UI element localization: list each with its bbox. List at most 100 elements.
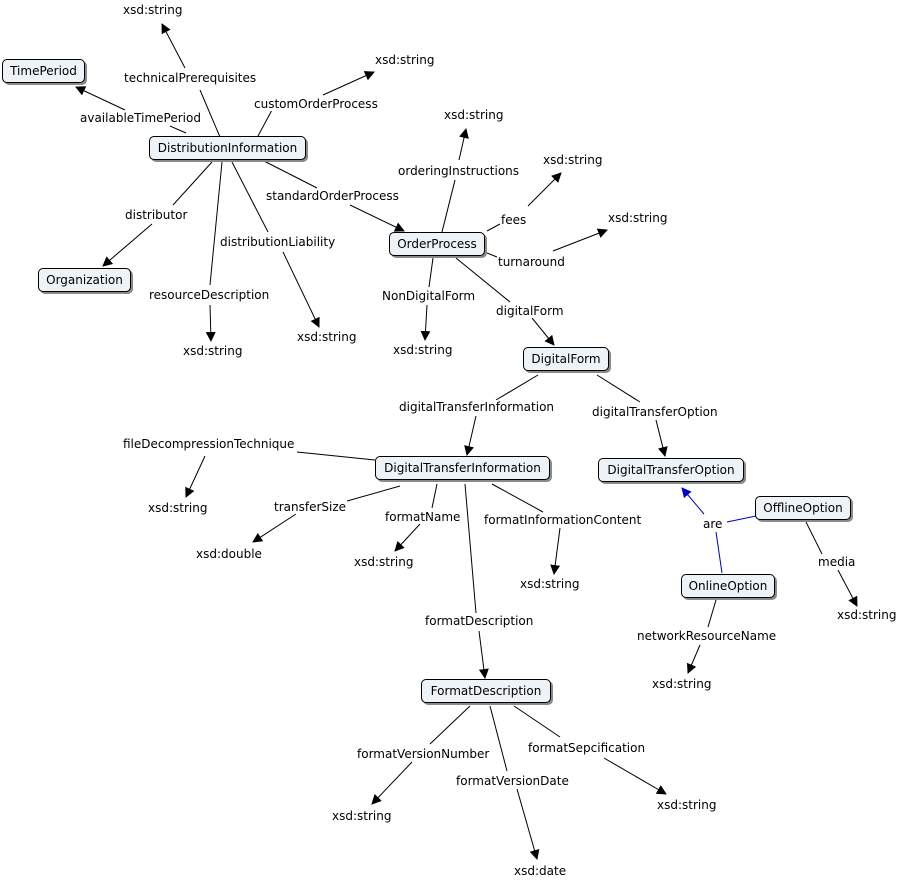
link-file-decompression-technique: fileDecompressionTechnique bbox=[122, 437, 296, 451]
edge-format-version-date-b bbox=[516, 788, 540, 860]
edge-digital-transfer-option-a bbox=[596, 374, 641, 403]
node-organization[interactable]: Organization bbox=[38, 268, 131, 292]
edge-file-decompression-technique-b bbox=[185, 455, 206, 498]
edge-distributor-a bbox=[172, 161, 213, 206]
literal-format-version-number: xsd:string bbox=[332, 809, 392, 823]
edge-format-sepcification-b bbox=[603, 757, 667, 795]
link-transfer-size: transferSize bbox=[273, 500, 348, 514]
link-format-information-content: formatInformationContent bbox=[483, 513, 643, 527]
edge-digital-transfer-information-a bbox=[495, 374, 539, 401]
edge-file-decompression-technique-a bbox=[296, 451, 376, 461]
edge-standard-order-process-a bbox=[261, 159, 318, 189]
literal-format-name: xsd:string bbox=[354, 555, 414, 569]
edge-network-resource-name-a bbox=[707, 599, 717, 628]
literal-distribution-liability: xsd:string bbox=[297, 330, 357, 344]
edge-are-offline-a bbox=[726, 515, 757, 523]
edge-format-sepcification-a bbox=[513, 705, 561, 738]
node-offline-option[interactable]: OfflineOption bbox=[755, 496, 851, 520]
edge-non-digital-form-a bbox=[428, 257, 434, 288]
literal-technical-prerequisites: xsd:string bbox=[123, 3, 183, 17]
link-distributor: distributor bbox=[124, 208, 189, 222]
edge-digital-form-a bbox=[455, 257, 511, 303]
node-digital-form[interactable]: DigitalForm bbox=[523, 347, 609, 371]
edge-available-time-period-b bbox=[75, 86, 126, 111]
link-technical-prerequisites: technicalPrerequisites bbox=[123, 71, 258, 85]
edge-technical-prerequisites-a bbox=[199, 89, 221, 138]
literal-turnaround: xsd:string bbox=[608, 211, 668, 225]
link-network-resource-name: networkResourceName bbox=[636, 629, 778, 643]
node-order-process[interactable]: OrderProcess bbox=[389, 232, 485, 256]
node-distribution-information[interactable]: DistributionInformation bbox=[149, 136, 306, 160]
edge-fees-a bbox=[486, 223, 501, 232]
edge-transfer-size-b bbox=[252, 513, 297, 543]
link-format-version-number: formatVersionNumber bbox=[356, 747, 491, 761]
link-ordering-instructions: orderingInstructions bbox=[397, 164, 521, 178]
edge-ordering-instructions-a bbox=[441, 179, 456, 233]
edge-media-a bbox=[805, 521, 823, 555]
link-distribution-liability: distributionLiability bbox=[219, 235, 337, 249]
edge-format-name-b bbox=[394, 523, 421, 552]
edge-format-version-number-b bbox=[371, 761, 413, 805]
link-turnaround: turnaround bbox=[497, 255, 566, 269]
edge-transfer-size-a bbox=[339, 485, 401, 504]
edge-format-description-a bbox=[464, 483, 477, 614]
link-format-sepcification: formatSepcification bbox=[527, 741, 647, 755]
literal-ordering-instructions: xsd:string bbox=[444, 108, 504, 122]
edge-digital-transfer-information-b bbox=[464, 415, 477, 456]
link-available-time-period: availableTimePeriod bbox=[79, 111, 202, 125]
edge-format-version-number-a bbox=[429, 705, 471, 745]
link-digital-transfer-option: digitalTransferOption bbox=[591, 405, 719, 419]
edge-non-digital-form-b bbox=[420, 304, 431, 341]
edge-format-name-a bbox=[431, 483, 438, 509]
edge-turnaround-b bbox=[552, 228, 608, 252]
link-format-description: formatDescription bbox=[424, 614, 535, 628]
edge-format-information-content-a bbox=[491, 483, 544, 513]
edge-ordering-instructions-b bbox=[458, 128, 469, 161]
edge-digital-transfer-option-b bbox=[655, 419, 668, 457]
literal-format-sepcification: xsd:string bbox=[657, 798, 717, 812]
literal-resource-description: xsd:string bbox=[183, 344, 243, 358]
edge-are-online-a bbox=[715, 531, 723, 574]
edge-format-version-date-a bbox=[489, 705, 508, 772]
literal-fees: xsd:string bbox=[543, 153, 603, 167]
edge-media-b bbox=[837, 569, 858, 607]
edge-distribution-liability-b bbox=[282, 251, 320, 328]
link-standard-order-process: standardOrderProcess bbox=[265, 189, 400, 203]
link-are: are bbox=[702, 517, 724, 531]
edge-turnaround-a bbox=[486, 252, 498, 258]
edge-are-b bbox=[681, 487, 705, 515]
literal-network-resource-name: xsd:string bbox=[652, 677, 712, 691]
edge-custom-order-process-a bbox=[257, 109, 273, 137]
link-resource-description: resourceDescription bbox=[148, 288, 271, 302]
link-format-version-date: formatVersionDate bbox=[455, 774, 570, 788]
link-digital-transfer-information: digitalTransferInformation bbox=[398, 400, 556, 414]
edge-distribution-liability-a bbox=[231, 161, 269, 233]
node-format-description[interactable]: FormatDescription bbox=[421, 679, 551, 703]
edge-standard-order-process-b bbox=[349, 204, 405, 232]
link-custom-order-process: customOrderProcess bbox=[253, 97, 379, 111]
link-non-digital-form: NonDigitalForm bbox=[381, 289, 477, 303]
literal-file-decompression-technique: xsd:string bbox=[148, 501, 208, 515]
node-digital-transfer-option[interactable]: DigitalTransferOption bbox=[598, 458, 744, 482]
edge-distributor-b bbox=[102, 223, 153, 267]
edge-available-time-period-a bbox=[169, 125, 187, 134]
literal-format-information-content: xsd:string bbox=[520, 577, 580, 591]
link-media: media bbox=[817, 555, 857, 569]
node-digital-transfer-information[interactable]: DigitalTransferInformation bbox=[375, 456, 550, 480]
literal-custom-order-process: xsd:string bbox=[375, 53, 435, 67]
edge-format-description-b bbox=[478, 630, 489, 679]
edge-fees-b bbox=[527, 172, 562, 207]
edge-resource-description-b bbox=[205, 304, 216, 342]
link-format-name: formatName bbox=[384, 510, 462, 524]
node-online-option[interactable]: OnlineOption bbox=[681, 574, 775, 598]
literal-non-digital-form: xsd:string bbox=[393, 343, 453, 357]
literal-format-version-date: xsd:date bbox=[514, 864, 567, 878]
literal-transfer-size: xsd:double bbox=[196, 547, 262, 561]
edge-digital-form-b bbox=[531, 317, 555, 346]
edge-resource-description-a bbox=[209, 161, 223, 286]
edge-format-information-content-b bbox=[550, 527, 561, 575]
node-time-period[interactable]: TimePeriod bbox=[2, 59, 85, 83]
edge-network-resource-name-b bbox=[686, 644, 701, 674]
